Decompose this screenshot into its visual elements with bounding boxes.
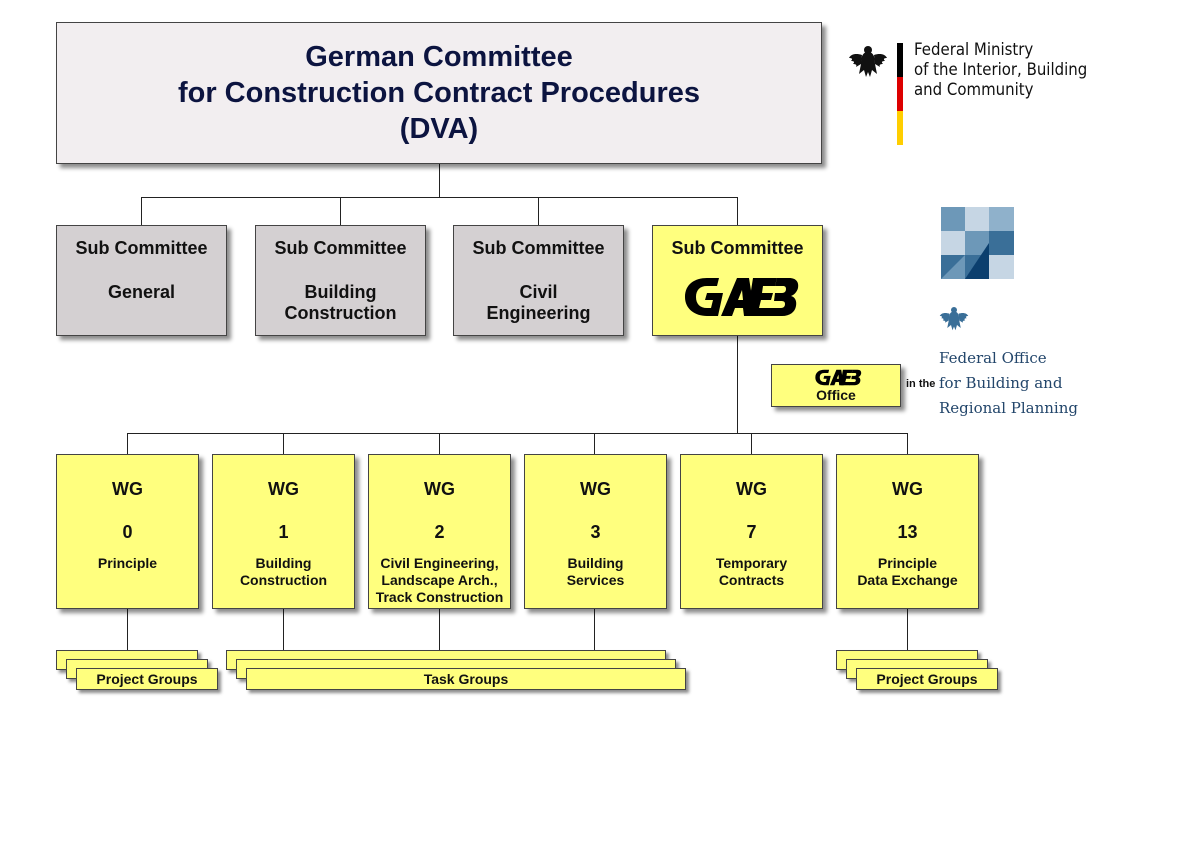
desc-line: Landscape Arch., xyxy=(381,572,498,588)
sub-committee-name: General xyxy=(57,282,226,303)
wg-number: 1 xyxy=(278,522,289,542)
desc-line: Civil Engineering, xyxy=(380,555,499,571)
name-line: Building xyxy=(304,282,377,302)
sub-committee-name: Building Construction xyxy=(256,282,425,324)
wg-description: Building Services xyxy=(525,555,666,589)
wg-description: Temporary Contracts xyxy=(681,555,822,589)
sub-committee-title: Sub Committee xyxy=(274,238,407,258)
header-line-2: for Construction Contract Procedures xyxy=(177,77,701,109)
german-flag-bar-icon xyxy=(897,43,903,145)
project-groups-left-label: Project Groups xyxy=(76,668,218,690)
wg-label: WG xyxy=(424,479,455,499)
task-groups-label: Task Groups xyxy=(246,668,686,690)
gaeb-logo-icon xyxy=(685,278,799,316)
desc-line: Services xyxy=(566,572,625,588)
wg-number: 2 xyxy=(434,522,445,542)
wg-description: Building Construction xyxy=(213,555,354,589)
sub-committee-name: Civil Engineering xyxy=(454,282,623,324)
sub-committee-civil-engineering: Sub Committee Civil Engineering xyxy=(453,225,624,336)
header-line-3: (DVA) xyxy=(399,113,479,145)
wg-number: 3 xyxy=(590,522,601,542)
wg-number: 7 xyxy=(746,522,757,542)
wg-7: WG 7 Temporary Contracts xyxy=(680,454,823,609)
sub-committee-building-construction: Sub Committee Building Construction xyxy=(255,225,426,336)
federal-office-line-2: for Building and xyxy=(939,374,1063,392)
wg-0: WG 0 Principle xyxy=(56,454,199,609)
wg-label: WG xyxy=(736,479,767,499)
federal-eagle-icon xyxy=(849,46,887,77)
wg-description: Principle xyxy=(57,555,198,572)
ministry-line-1: Federal Ministry xyxy=(914,40,1034,60)
project-groups-right-label: Project Groups xyxy=(856,668,998,690)
desc-line: Contracts xyxy=(718,572,785,588)
bbr-eagle-icon xyxy=(939,307,969,331)
wg-3: WG 3 Building Services xyxy=(524,454,667,609)
bbr-logo-icon xyxy=(941,207,1014,279)
sub-committee-title: Sub Committee xyxy=(472,238,605,258)
federal-office-line-3: Regional Planning xyxy=(939,399,1078,417)
ministry-line-3: and Community xyxy=(914,80,1034,100)
desc-line: Principle xyxy=(877,555,938,571)
sub-committee-title: Sub Committee xyxy=(75,238,208,258)
ministry-line-2: of the Interior, Building xyxy=(914,60,1088,80)
header-line-1: German Committee xyxy=(305,41,573,73)
wg-number: 13 xyxy=(897,522,918,542)
wg-13: WG 13 Principle Data Exchange xyxy=(836,454,979,609)
wg-description: Principle Data Exchange xyxy=(837,555,978,589)
office-label: Office xyxy=(816,387,856,403)
name-line: Construction xyxy=(284,303,397,323)
office-connector-text: in the xyxy=(906,378,936,390)
ministry-name: Federal Ministry of the Interior, Buildi… xyxy=(914,40,1087,100)
wg-1: WG 1 Building Construction xyxy=(212,454,355,609)
sub-committee-gaeb: Sub Committee xyxy=(652,225,823,336)
gaeb-office-box: Office xyxy=(771,364,901,407)
dva-header-box: German Committee for Construction Contra… xyxy=(56,22,822,164)
wg-label: WG xyxy=(268,479,299,499)
wg-label: WG xyxy=(112,479,143,499)
gaeb-office-logo-icon xyxy=(815,369,862,386)
wg-2: WG 2 Civil Engineering, Landscape Arch.,… xyxy=(368,454,511,609)
federal-office-name: Federal Office for Building and Regional… xyxy=(939,346,1078,421)
desc-line: Track Construction xyxy=(375,589,504,605)
desc-line: Principle xyxy=(97,555,158,571)
sub-committee-title: Sub Committee xyxy=(671,238,804,258)
name-line: Civil xyxy=(519,282,558,302)
desc-line: Building xyxy=(255,555,312,571)
desc-line: Data Exchange xyxy=(857,572,958,588)
wg-label: WG xyxy=(580,479,611,499)
desc-line: Temporary xyxy=(715,555,788,571)
name-line: Engineering xyxy=(486,303,591,323)
desc-line: Building xyxy=(567,555,624,571)
federal-office-line-1: Federal Office xyxy=(939,349,1047,367)
wg-label: WG xyxy=(892,479,923,499)
desc-line: Construction xyxy=(239,572,328,588)
wg-description: Civil Engineering, Landscape Arch., Trac… xyxy=(369,555,510,606)
sub-committee-general: Sub Committee General xyxy=(56,225,227,336)
wg-number: 0 xyxy=(122,522,133,542)
name-line: General xyxy=(107,282,176,302)
